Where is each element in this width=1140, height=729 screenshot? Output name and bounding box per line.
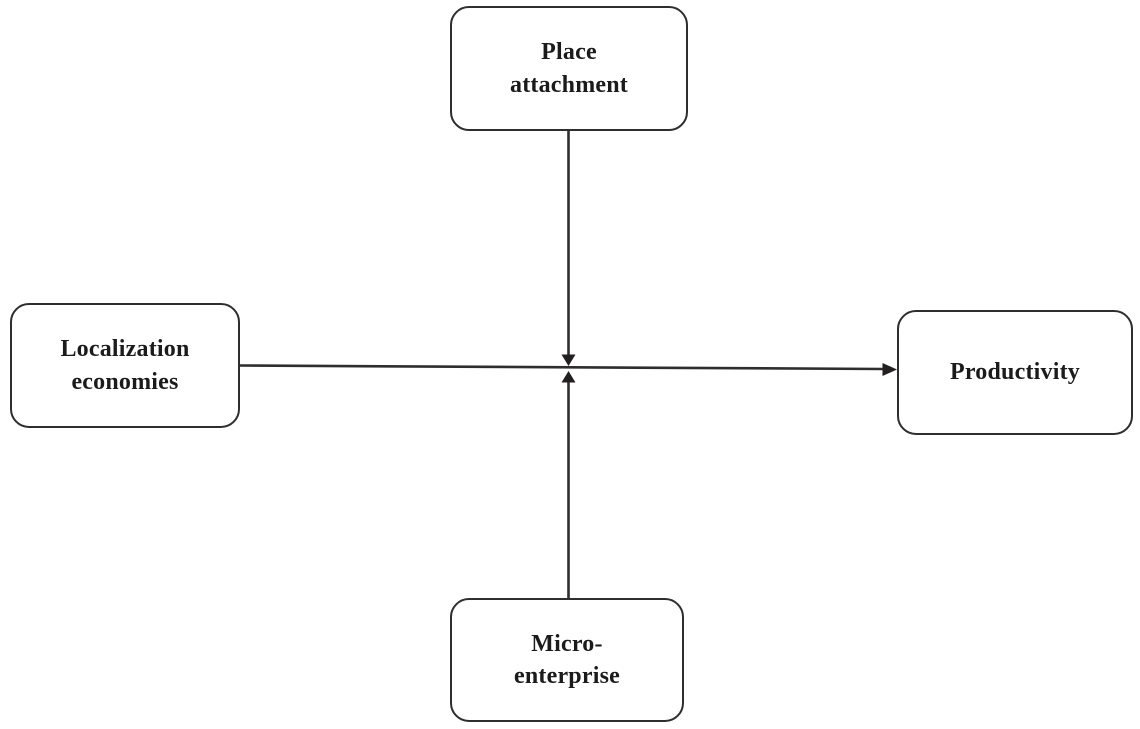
node-place-attachment-label: Place attachment [510,39,628,98]
arrow-localization-to-productivity [239,363,897,376]
node-productivity-label: Productivity [950,359,1080,386]
arrow-place-attachment-moderation [561,131,576,366]
arrow-micro-enterprise-moderation [561,371,576,598]
node-localization-economies-label: Localization economies [60,336,190,395]
node-micro-enterprise-label: Micro-enterprise [514,630,620,689]
node-micro-enterprise: Micro-enterprise [450,598,684,722]
node-productivity: Productivity [897,310,1133,435]
node-localization-economies: Localization economies [10,303,240,428]
node-place-attachment: Place attachment [450,6,688,131]
